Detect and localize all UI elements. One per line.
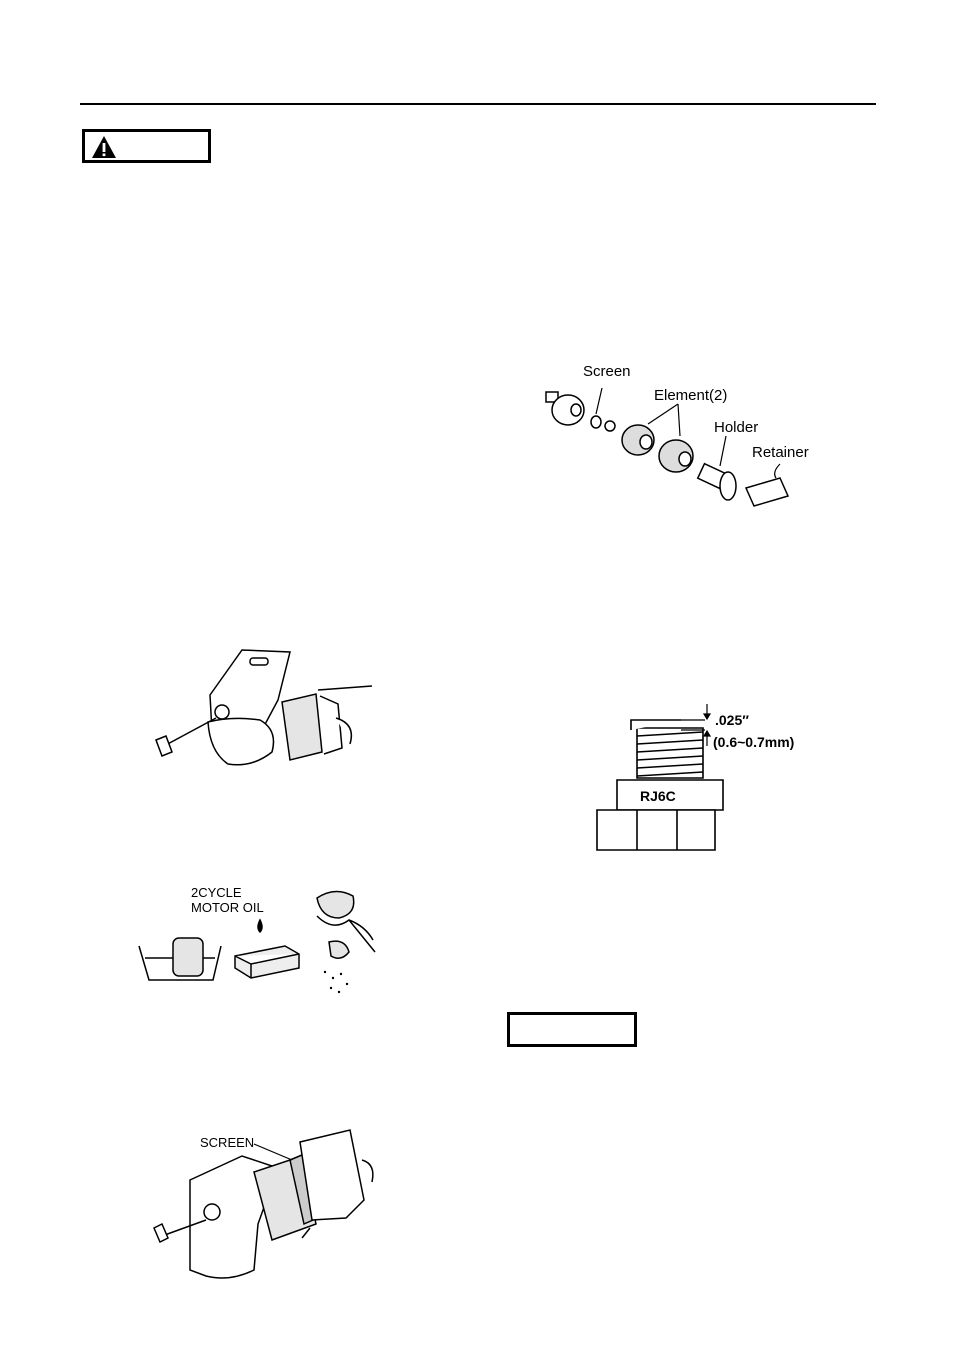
label-gap-inch: .025″ bbox=[715, 712, 749, 728]
label-holder: Holder bbox=[714, 419, 759, 436]
label-gap-mm: (0.6~0.7mm) bbox=[713, 734, 795, 750]
air-cleaner-screen-drawing bbox=[150, 1120, 390, 1285]
air-cleaner-removal-figure bbox=[150, 640, 380, 790]
label-screen-figure: SCREEN bbox=[200, 1135, 255, 1150]
warning-box bbox=[82, 129, 211, 163]
label-oil-line2: MOTOR OIL bbox=[191, 900, 264, 915]
label-oil-line1: 2CYCLE bbox=[191, 885, 242, 900]
element-oiling-drawing bbox=[135, 880, 385, 994]
spark-plug-drawing bbox=[595, 700, 835, 860]
label-retainer: Retainer bbox=[752, 444, 809, 461]
label-element: Element(2) bbox=[654, 387, 728, 404]
spark-plug-figure: .025″ (0.6~0.7mm) RJ6C bbox=[595, 700, 835, 860]
fuel-filter-diagram: Screen Element(2) Holder Retainer bbox=[540, 360, 840, 530]
notice-box bbox=[507, 1012, 637, 1047]
air-cleaner-removal-drawing bbox=[150, 640, 380, 790]
label-plug-model: RJ6C bbox=[640, 788, 676, 804]
fuel-filter-drawing bbox=[540, 360, 840, 530]
header-rule bbox=[80, 103, 876, 105]
air-cleaner-screen-figure: SCREEN bbox=[150, 1120, 390, 1285]
element-oiling-figure: 2CYCLE MOTOR OIL bbox=[135, 880, 385, 1000]
label-screen: Screen bbox=[583, 363, 631, 380]
warning-triangle-icon bbox=[92, 136, 116, 158]
